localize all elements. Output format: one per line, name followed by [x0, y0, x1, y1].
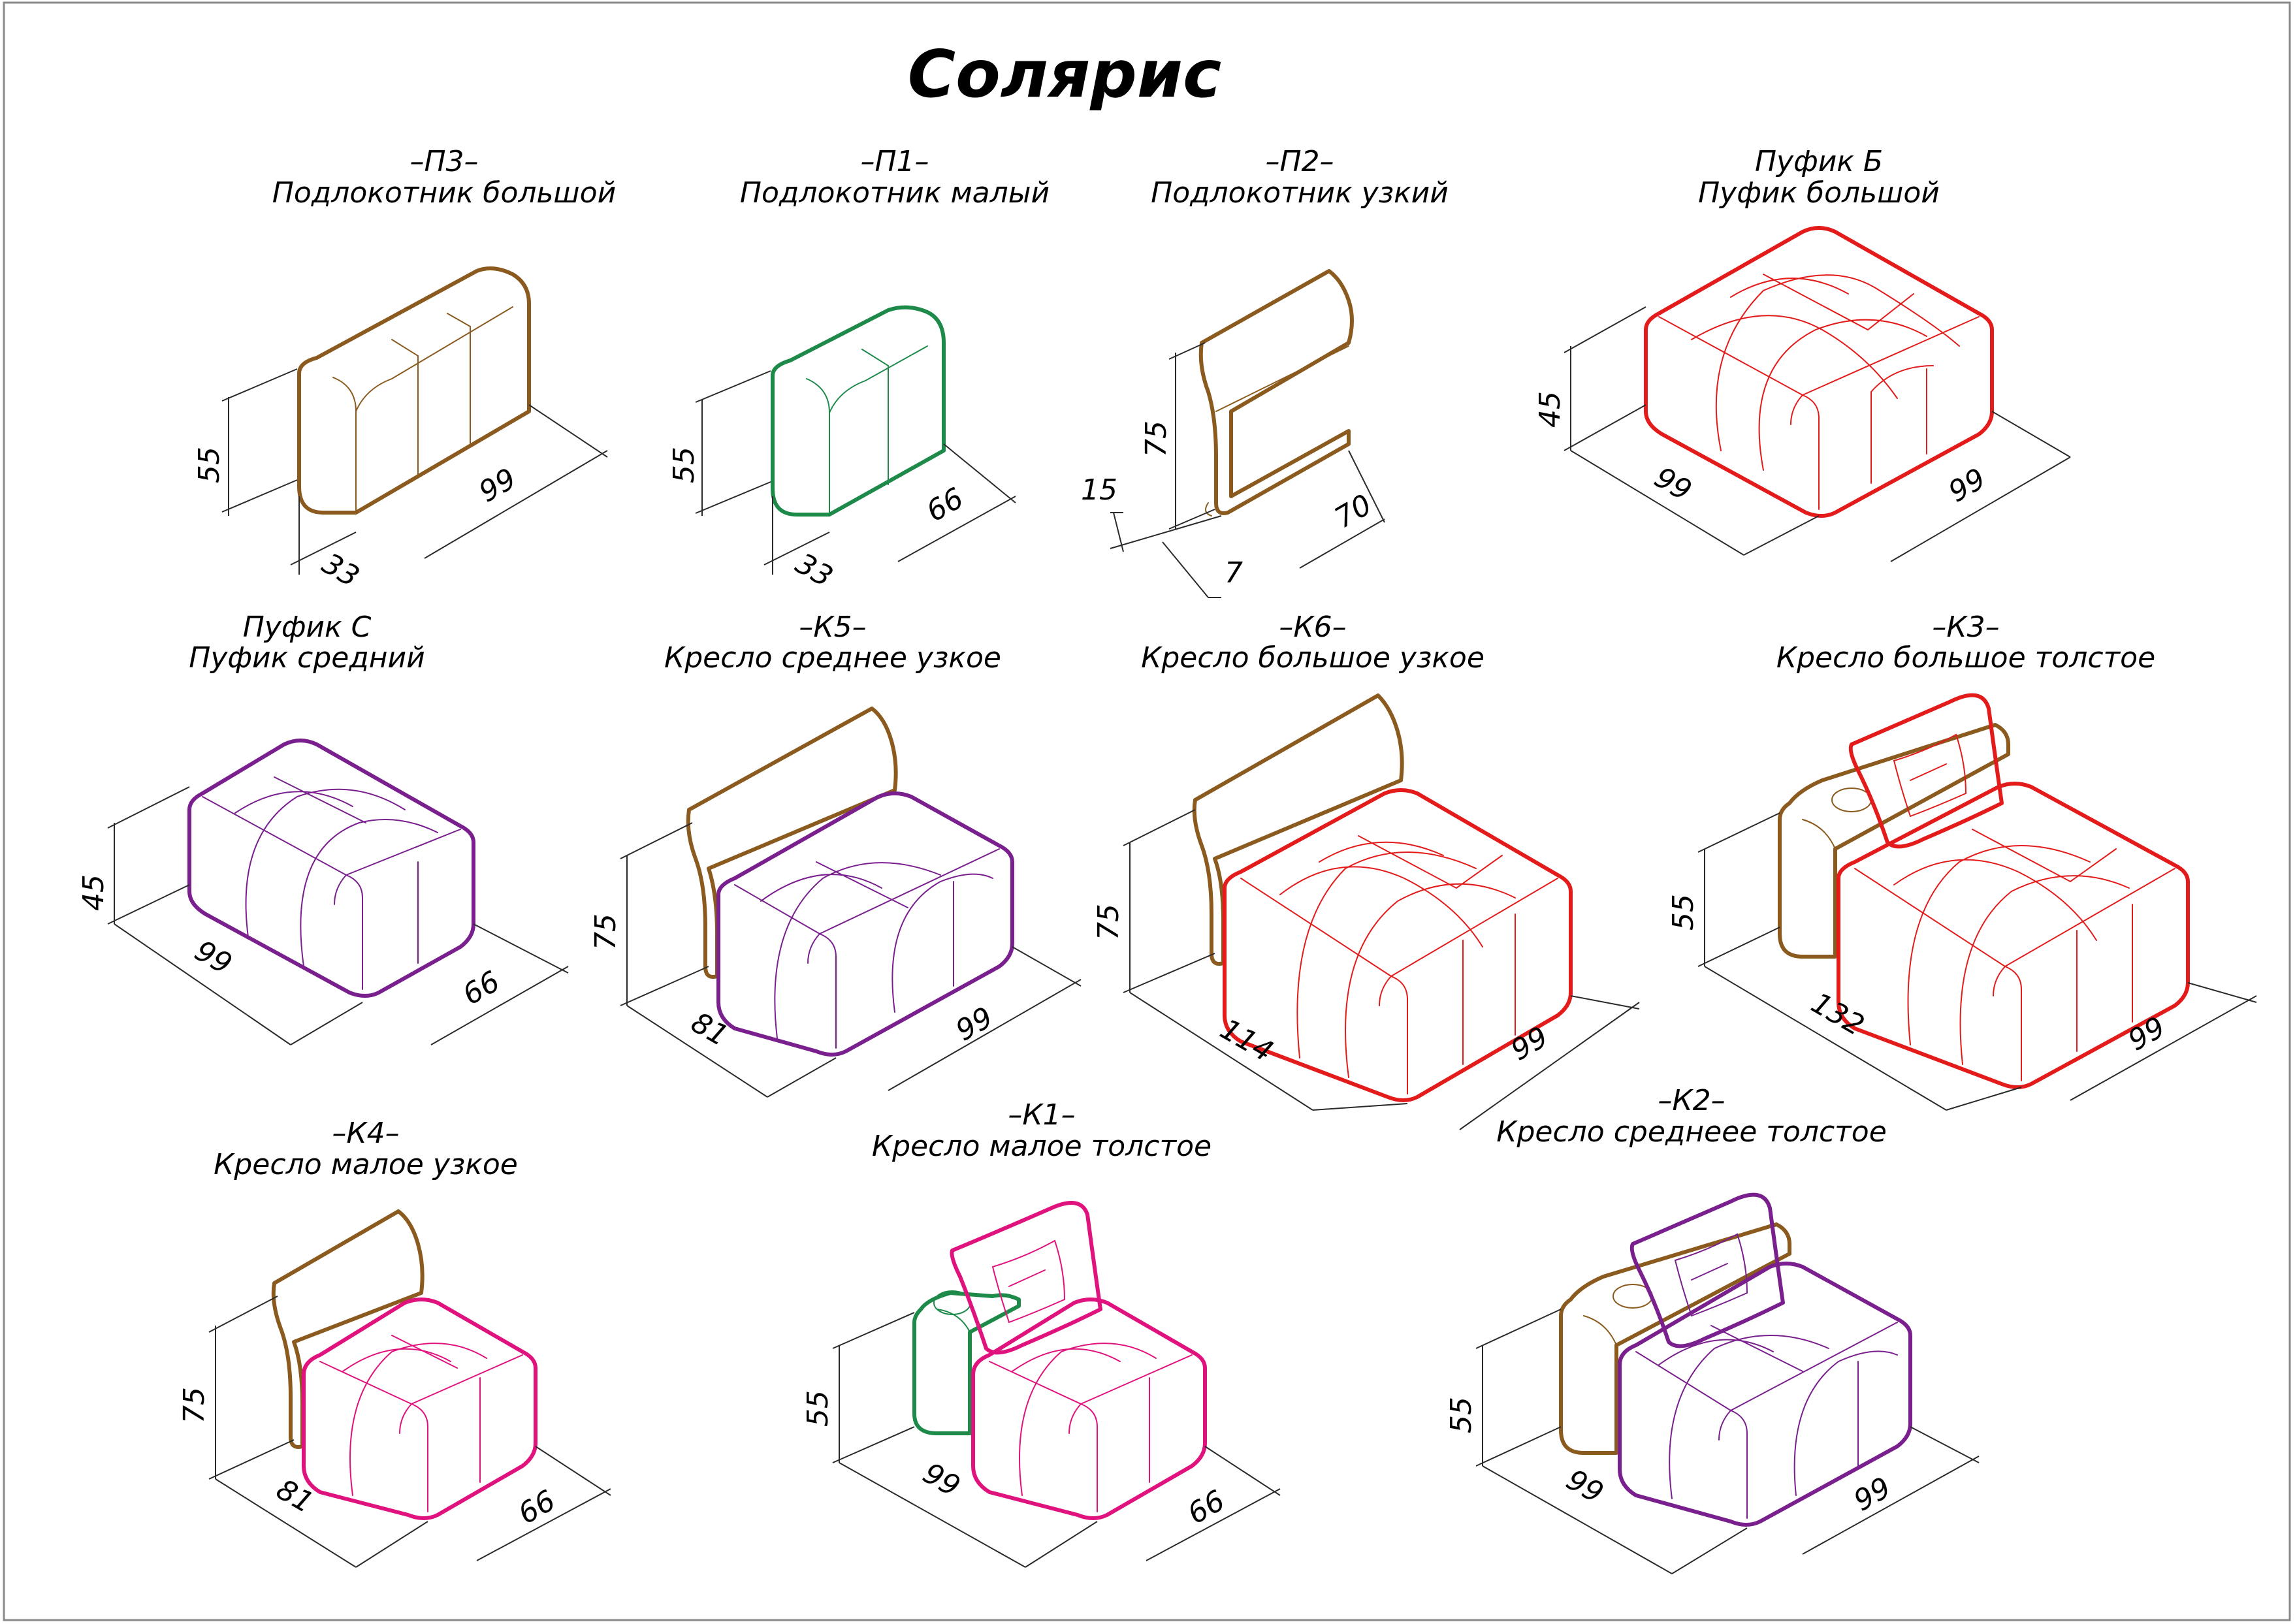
module-code: –К1–	[1008, 1098, 1075, 1132]
dim-height: 75	[1140, 421, 1173, 457]
module-p3: –П3– Подлокотник большой 55 99 33	[193, 145, 616, 594]
module-name: Подлокотник узкий	[1151, 176, 1449, 210]
dim-height: 75	[178, 1387, 211, 1424]
dim-depth: 15	[1081, 473, 1117, 507]
module-name: Кресло большое узкое	[1141, 641, 1485, 675]
dim-depth: 33	[317, 547, 365, 594]
module-name: Подлокотник малый	[740, 176, 1050, 210]
module-pouf-medium: Пуфик С Пуфик средний 45 99 66	[77, 611, 569, 1045]
page-title: Солярис	[908, 36, 1221, 112]
dim-depth: 33	[790, 547, 839, 594]
module-name: Кресло среднее узкое	[664, 641, 1001, 675]
dimension-lines	[107, 786, 569, 1045]
dim-depth: 66	[513, 1484, 561, 1531]
dim-width: 81	[271, 1473, 319, 1520]
dim-height: 55	[1667, 894, 1700, 931]
dimension-lines	[1564, 306, 2071, 562]
module-code: –К2–	[1658, 1084, 1725, 1117]
module-code: –К4–	[332, 1117, 399, 1150]
dim-height: 55	[1445, 1397, 1478, 1433]
seat-drawing	[1618, 1262, 1912, 1527]
sheet-frame	[3, 1, 2291, 1621]
armrest-narrow-drawing	[1198, 269, 1354, 517]
dimension-lines	[832, 1312, 1281, 1568]
armrest-large-drawing	[297, 266, 531, 515]
dim-height: 55	[667, 447, 701, 483]
module-name: Кресло малое узкое	[214, 1148, 518, 1181]
module-code: –П3–	[409, 145, 478, 178]
cushion-drawing	[950, 1201, 1102, 1355]
dim-width: 99	[918, 1456, 966, 1503]
module-name: Кресло малое толстое	[872, 1130, 1212, 1163]
module-name: Кресло среднеее толстое	[1496, 1115, 1887, 1149]
dim-height: 75	[1092, 904, 1125, 940]
armrest-drawing	[1559, 1222, 1791, 1455]
dim-height: 75	[589, 914, 622, 950]
dim-depth: 99	[2123, 1010, 2171, 1057]
module-k2: –К2– Кресло среднеее толстое	[1445, 1084, 1980, 1574]
module-k6: –К6– Кресло большое узкое 75	[1092, 611, 1640, 1130]
dim-depth: 66	[1182, 1484, 1230, 1531]
dimension-lines	[1123, 809, 1640, 1130]
dim-height: 45	[77, 874, 110, 911]
seat-drawing	[716, 791, 1014, 1057]
dimension-lines	[1475, 1309, 1980, 1574]
dim-depth: 99	[1505, 1020, 1554, 1067]
cushion-drawing	[1629, 1192, 1785, 1348]
module-code: Пуфик С	[243, 611, 372, 644]
dim-thickness: 7	[1225, 556, 1243, 590]
dim-width: 99	[1561, 1463, 1609, 1510]
seat-drawing	[302, 1298, 538, 1520]
armrest-drawing	[912, 1290, 1021, 1435]
module-k4: –К4– Кресло малое узкое 75 81 66	[178, 1117, 611, 1568]
cushion-drawing	[1848, 693, 2004, 849]
dim-width: 81	[686, 1006, 734, 1053]
seat-drawing	[1223, 788, 1573, 1102]
pouf-large-drawing	[1644, 226, 1994, 518]
dim-width: 99	[189, 934, 238, 981]
dim-depth: 99	[950, 1000, 999, 1047]
module-p2: –П2– Подлокотник узкий 75 70 15 7	[1081, 145, 1449, 598]
module-pouf-large: Пуфик Б Пуфик большой 45 99 99	[1533, 145, 2071, 562]
module-name: Кресло большое толстое	[1776, 641, 2155, 675]
dimension-lines	[695, 370, 1016, 575]
module-k1: –К1– Кресло малое толстое	[801, 1098, 1281, 1568]
module-k5: –К5– Кресло среднее узкое 75 81 99	[589, 611, 1082, 1098]
dim-width: 99	[473, 462, 522, 509]
module-code: –К6–	[1279, 611, 1346, 644]
module-code: Пуфик Б	[1755, 145, 1883, 178]
module-name: Пуфик большой	[1698, 176, 1940, 210]
dim-width: 132	[1806, 986, 1870, 1042]
module-name: Подлокотник большой	[272, 176, 616, 210]
backrest-drawing	[271, 1209, 425, 1449]
dimension-lines	[1110, 342, 1385, 598]
dim-depth: 99	[1943, 462, 1991, 509]
seat-drawing	[971, 1298, 1207, 1520]
dimension-lines	[208, 1296, 611, 1568]
module-code: –К5–	[799, 611, 866, 644]
dim-height: 55	[193, 447, 226, 483]
dim-width: 99	[1649, 460, 1697, 507]
dim-depth: 99	[1848, 1471, 1897, 1518]
module-code: –П1–	[860, 145, 929, 178]
armrest-small-drawing	[771, 305, 946, 517]
dimension-lines	[620, 822, 1082, 1098]
module-name: Пуфик средний	[189, 641, 425, 675]
module-code: –П2–	[1265, 145, 1334, 178]
module-code: –К3–	[1932, 611, 1999, 644]
dim-height: 45	[1533, 391, 1567, 428]
dim-width: 66	[921, 481, 969, 528]
module-k3: –К3– Кресло большое толстое	[1667, 611, 2257, 1111]
module-p1: –П1– Подлокотник малый 55 66 33	[667, 145, 1050, 594]
dim-height: 55	[801, 1390, 835, 1427]
dim-depth: 66	[457, 964, 506, 1011]
dimension-lines	[1697, 812, 2257, 1111]
dimension-lines	[221, 368, 608, 575]
